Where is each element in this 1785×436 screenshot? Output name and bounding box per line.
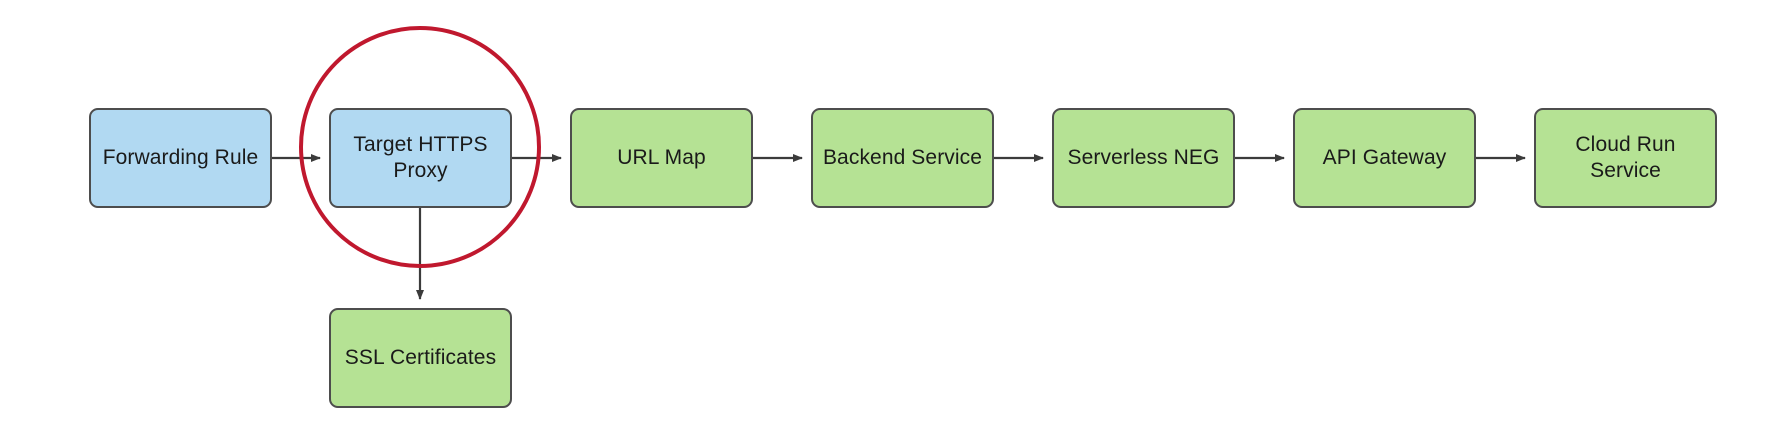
node-url-map[interactable]: URL Map: [570, 108, 753, 208]
node-ssl-certificates[interactable]: SSL Certificates: [329, 308, 512, 408]
node-backend-service-label: Backend Service: [822, 146, 983, 170]
node-target-https-proxy[interactable]: Target HTTPS Proxy: [329, 108, 512, 208]
node-cloud-run-service-label: Cloud Run Service: [1575, 133, 1676, 182]
node-forwarding-rule[interactable]: Forwarding Rule: [89, 108, 272, 208]
node-backend-service[interactable]: Backend Service: [811, 108, 994, 208]
node-ssl-certificates-label: SSL Certificates: [344, 346, 497, 370]
node-serverless-neg[interactable]: Serverless NEG: [1052, 108, 1235, 208]
node-cloud-run-service[interactable]: Cloud Run Service: [1534, 108, 1717, 208]
node-api-gateway[interactable]: API Gateway: [1293, 108, 1476, 208]
node-api-gateway-label: API Gateway: [1322, 146, 1447, 170]
node-url-map-label: URL Map: [617, 146, 706, 170]
node-forwarding-rule-label: Forwarding Rule: [102, 146, 259, 170]
target-https-proxy-highlight-circle: [299, 26, 541, 268]
node-target-https-proxy-label: Target HTTPS Proxy: [353, 133, 488, 182]
node-serverless-neg-label: Serverless NEG: [1067, 146, 1220, 170]
